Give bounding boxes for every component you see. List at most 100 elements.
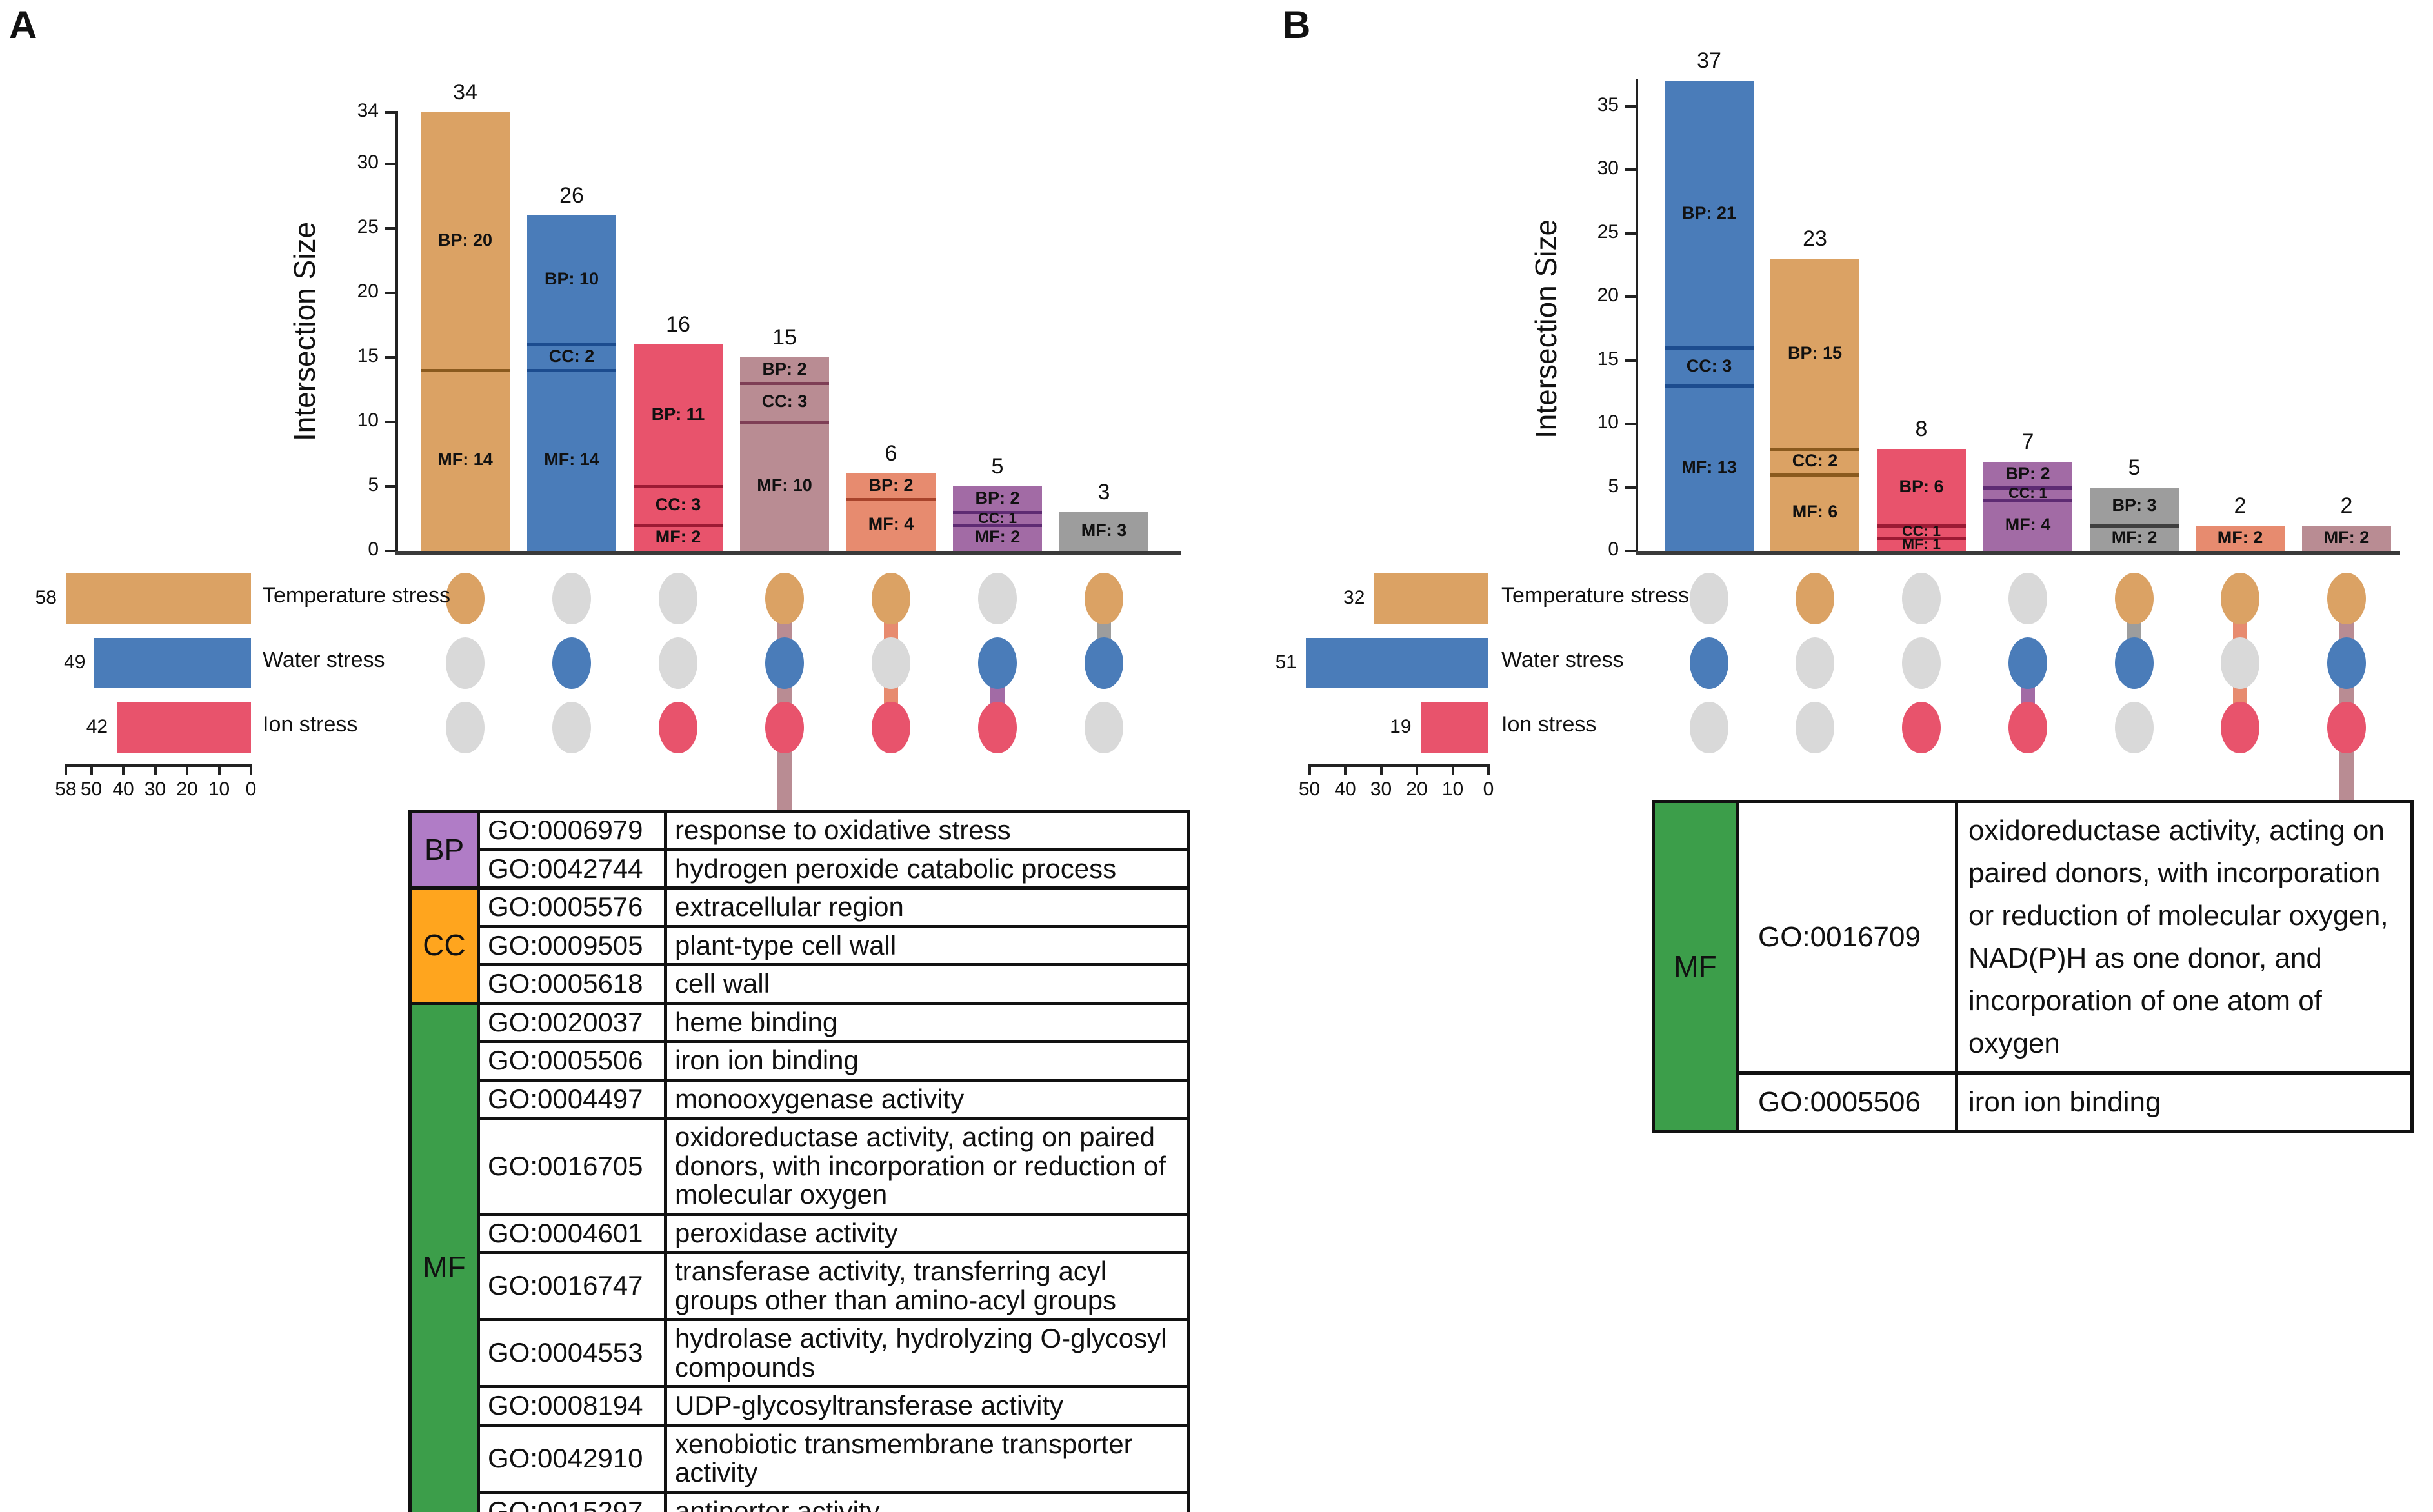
matrix-dot-inactive — [1902, 573, 1941, 624]
segment-divider — [953, 524, 1042, 527]
set-size-axis-tick-label: 0 — [245, 779, 257, 800]
go-desc-cell: UDP-glycosyltransferase activity — [664, 1385, 1190, 1427]
segment-divider — [634, 524, 723, 527]
segment-label: BP: 21 — [1681, 203, 1737, 223]
set-size-value: 49 — [64, 652, 86, 673]
set-name-label: Water stress — [263, 648, 385, 672]
set-size-axis-tick-label: 50 — [80, 779, 103, 800]
go-id-cell: GO:0004601 — [477, 1212, 667, 1255]
matrix-dot-inactive — [552, 573, 591, 624]
go-desc-cell: peroxidase activity — [664, 1212, 1190, 1255]
matrix-dot-inactive — [1902, 637, 1941, 689]
matrix-dot-active — [2221, 702, 2259, 753]
go-desc-cell: oxidoreductase activity, acting on paire… — [664, 1117, 1190, 1216]
set-size-axis-tick — [250, 764, 252, 775]
y-axis — [1636, 79, 1638, 553]
go-id-cell: GO:0016709 — [1736, 800, 1958, 1075]
set-name-label: Ion stress — [1501, 712, 1597, 737]
go-id-cell: GO:0042910 — [477, 1423, 667, 1494]
segment-label: BP: 6 — [1899, 476, 1944, 496]
intersection-size-label: 2 — [2234, 493, 2247, 518]
set-size-bar — [94, 638, 251, 688]
matrix-dot-inactive — [659, 573, 697, 624]
y-axis-tick — [385, 356, 395, 359]
category-cell: MF — [408, 1001, 480, 1512]
matrix-dot-active — [1690, 637, 1728, 689]
segment-divider — [1770, 473, 1859, 477]
intersection-bar — [2196, 525, 2285, 551]
intersection-size-label: 23 — [1803, 226, 1827, 251]
y-axis-tick — [385, 421, 395, 423]
set-size-value: 32 — [1343, 587, 1365, 608]
go-id-cell: GO:0004553 — [477, 1318, 667, 1389]
matrix-dot-active — [872, 573, 910, 624]
segment-label: MF: 10 — [757, 475, 812, 495]
y-axis-tick — [1625, 550, 1636, 552]
y-axis-tick-label: 0 — [1608, 539, 1619, 560]
matrix-dot-active — [659, 702, 697, 753]
matrix-dot-active — [2008, 702, 2047, 753]
segment-label: BP: 20 — [437, 230, 493, 250]
set-size-bar — [1420, 702, 1488, 753]
intersection-size-label: 26 — [559, 183, 584, 208]
intersection-size-label: 16 — [666, 312, 690, 337]
segment-label: MF: 14 — [437, 450, 493, 470]
segment-label: BP: 10 — [544, 269, 599, 289]
segment-divider — [527, 343, 616, 346]
set-size-axis-tick-label: 30 — [144, 779, 166, 800]
intersection-size-label: 3 — [1097, 480, 1110, 504]
intersection-bar — [740, 357, 829, 551]
y-axis-tick — [1625, 486, 1636, 489]
intersection-bar — [1877, 449, 1966, 551]
y-axis-tick-label: 30 — [357, 152, 379, 173]
go-desc-cell: monooxygenase activity — [664, 1078, 1190, 1120]
go-id-cell: GO:0015297 — [477, 1490, 667, 1512]
go-desc-cell: hydrogen peroxide catabolic process — [664, 848, 1190, 890]
set-size-axis-tick-label: 50 — [1298, 779, 1321, 800]
set-size-axis-tick-label: 20 — [1406, 779, 1428, 800]
panel-label-a: A — [9, 3, 37, 46]
set-size-axis-tick — [154, 764, 157, 775]
segment-divider — [740, 382, 829, 385]
y-axis-tick-label: 15 — [357, 345, 379, 366]
go-desc-cell: extracellular region — [664, 886, 1190, 928]
set-name-label: Temperature stress — [263, 583, 450, 608]
set-size-axis-tick-label: 40 — [112, 779, 134, 800]
segment-divider — [1665, 384, 1754, 388]
y-axis-tick-label: 35 — [1597, 94, 1619, 115]
matrix-dot-inactive — [1690, 573, 1728, 624]
go-desc-cell: iron ion binding — [1955, 1071, 2414, 1133]
intersection-bar — [1059, 512, 1148, 551]
go-id-cell: GO:0005618 — [477, 963, 667, 1005]
matrix-dot-inactive — [446, 637, 485, 689]
y-axis-tick — [385, 111, 395, 114]
segment-divider — [634, 485, 723, 488]
segment-divider — [1877, 524, 1966, 528]
set-size-axis-tick-label: 10 — [208, 779, 230, 800]
go-desc-cell: antiporter activity — [664, 1490, 1190, 1512]
matrix-dot-active — [1085, 573, 1123, 624]
matrix-dot-active — [2327, 637, 2366, 689]
set-size-axis-tick — [1379, 764, 1383, 775]
y-axis-tick-label: 5 — [1608, 475, 1619, 497]
segment-label: CC: 2 — [1792, 451, 1838, 471]
y-axis-tick-label: 10 — [1597, 412, 1619, 433]
category-cell: BP — [408, 809, 480, 890]
segment-divider — [1665, 346, 1754, 350]
set-size-axis-tick-label: 40 — [1334, 779, 1356, 800]
y-axis-tick — [1625, 104, 1636, 108]
segment-divider — [421, 369, 510, 372]
matrix-dot-inactive — [978, 573, 1017, 624]
go-id-cell: GO:0005506 — [1736, 1071, 1958, 1133]
y-axis-tick — [385, 550, 395, 552]
matrix-dot-active — [978, 637, 1017, 689]
intersection-bar — [1665, 81, 1754, 551]
go-desc-cell: oxidoreductase activity, acting on paire… — [1955, 800, 2414, 1075]
